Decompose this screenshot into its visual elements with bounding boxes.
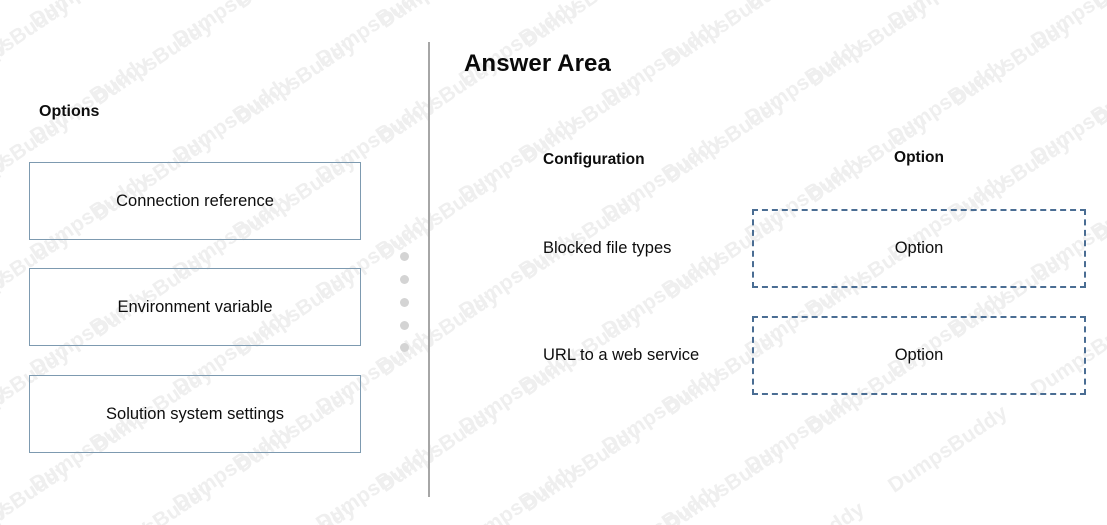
- drop-target-url-to-a-web-service[interactable]: Option: [752, 316, 1086, 395]
- drag-dots-icon-dot-4[interactable]: [400, 321, 409, 330]
- options-panel-title: Options: [39, 103, 100, 120]
- option-item-label: Connection reference: [116, 191, 274, 210]
- config-row-label-blocked-file-types: Blocked file types: [543, 239, 672, 257]
- column-header-configuration: Configuration: [543, 151, 645, 168]
- config-row-label-url-to-a-web-service: URL to a web service: [543, 346, 700, 364]
- drag-dots-icon-dot-2[interactable]: [400, 275, 409, 284]
- option-item-connection-reference[interactable]: Connection reference: [29, 162, 361, 240]
- option-item-label: Environment variable: [117, 297, 273, 316]
- answer-area-title: Answer Area: [464, 50, 611, 77]
- drag-dots-icon-dot-1[interactable]: [400, 252, 409, 261]
- drag-dots-icon-dot-5[interactable]: [400, 343, 409, 352]
- option-item-label: Solution system settings: [106, 404, 284, 423]
- column-header-option: Option: [894, 149, 944, 166]
- drop-target-placeholder: Option: [894, 346, 944, 365]
- drop-target-placeholder: Option: [894, 239, 944, 258]
- option-item-environment-variable[interactable]: Environment variable: [29, 268, 361, 346]
- drop-target-blocked-file-types[interactable]: Option: [752, 209, 1086, 288]
- drag-dots-icon-dot-3[interactable]: [400, 298, 409, 307]
- option-item-solution-system-settings[interactable]: Solution system settings: [29, 375, 361, 453]
- vertical-divider: [428, 42, 430, 497]
